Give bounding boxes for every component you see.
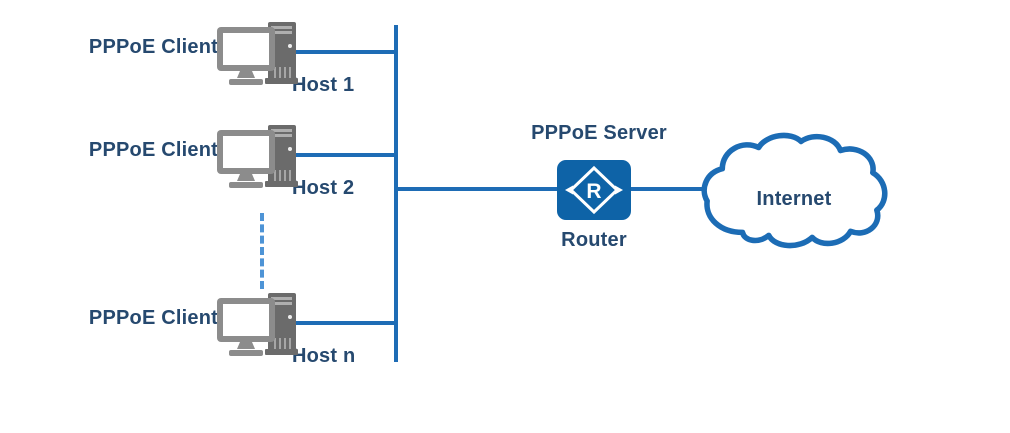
host2-link-line [288, 153, 396, 157]
internet-cloud-icon [701, 132, 888, 249]
bus-line [394, 25, 398, 362]
client1-label: PPPoE Client [88, 36, 218, 58]
client3-label: PPPoE Client [88, 307, 218, 329]
client-row-2: PPPoE Client Host 2 [0, 123, 410, 215]
client-row-3: PPPoE Client Host n [0, 291, 410, 383]
client-row-1: PPPoE Client Host 1 [0, 20, 410, 112]
hostn-label: Host n [292, 345, 356, 367]
desktop-computer-icon [217, 22, 298, 85]
client2-label: PPPoE Client [88, 139, 218, 161]
router-icon: R [557, 160, 631, 220]
desktop-computer-icon [217, 125, 298, 188]
server-link-line [396, 187, 561, 191]
internet-label: Internet [756, 188, 832, 210]
desktop-computer-icon [217, 293, 298, 356]
host1-label: Host 1 [292, 74, 355, 96]
pppoe-server-label: PPPoE Server [531, 122, 667, 144]
hostn-link-line [288, 321, 396, 325]
internet-link-line [628, 187, 710, 191]
router-icon-letter: R [586, 180, 601, 203]
host1-link-line [288, 50, 396, 54]
ellipsis-dashed-line [260, 213, 264, 289]
router-label: Router [561, 229, 627, 251]
host2-label: Host 2 [292, 177, 355, 199]
